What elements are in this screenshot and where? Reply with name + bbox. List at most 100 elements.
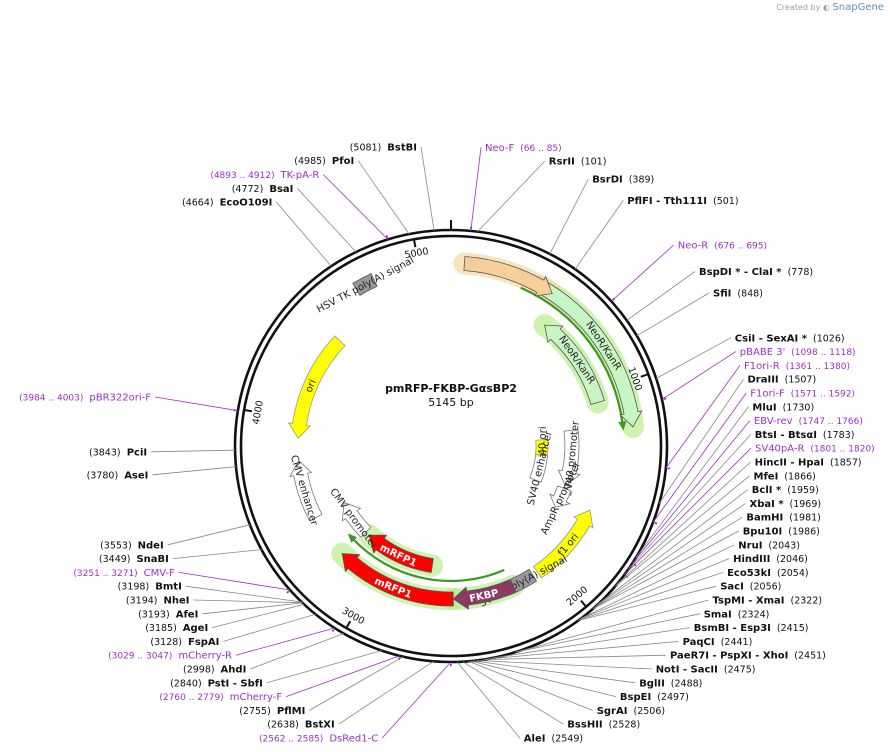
leader-line xyxy=(658,378,744,504)
site-name: SgrAI xyxy=(597,706,628,717)
site-name: BmtI xyxy=(155,582,182,593)
primer-f1ori-r-4[interactable]: F1ori-R(1361 .. 1380) xyxy=(665,361,850,470)
site-name: AfeI xyxy=(176,609,199,620)
enzyme-site-pflmi-35[interactable]: PflMI(2755) xyxy=(239,656,404,717)
leader-line xyxy=(628,434,752,570)
leader-line xyxy=(167,524,250,546)
enzyme-site-hindiii-20[interactable]: HindIII(2046) xyxy=(580,554,808,620)
leader-line xyxy=(185,585,302,603)
enzyme-site-nhei-41[interactable]: NheI(3194) xyxy=(126,596,303,607)
enzyme-site-snabi-43[interactable]: SnaBI(3449) xyxy=(99,549,262,566)
enzyme-site-tspmi-xmai-23[interactable]: TspMI - XmaI(2322) xyxy=(515,596,822,653)
enzyme-site-eco53ki-21[interactable]: Eco53kI(2054) xyxy=(578,568,809,621)
feature-label: SV40 ori xyxy=(537,426,549,468)
site-position: (2043) xyxy=(768,540,800,551)
enzyme-site-bsmbi-esp3i-25[interactable]: BsmBI - Esp3I(2415) xyxy=(492,623,808,659)
primer-f1ori-f-5[interactable]: F1ori-F(1571 .. 1592) xyxy=(652,389,855,525)
backbone-tick-label: 3000 xyxy=(340,606,366,628)
enzyme-site-bamhi-17[interactable]: BamHI(1981) xyxy=(593,513,821,609)
primer-neo-f-0[interactable]: Neo-F(66 .. 85) xyxy=(470,143,562,231)
site-name: PstI - SbfI xyxy=(208,678,263,689)
feature-fkbp-8[interactable]: FKBP xyxy=(452,578,517,610)
enzyme-site-bstbi-0[interactable]: BstBI(5081) xyxy=(350,142,435,231)
primer-tk-pa-r-1[interactable]: TK-pA-R(4893 .. 4912) xyxy=(210,170,389,240)
feature-ori-13[interactable]: ori xyxy=(287,335,346,439)
feature-cmv-promoter-11[interactable]: CMV promoter xyxy=(327,487,379,552)
enzyme-site-hincii-hpai-13[interactable]: HincII - HpaI(1857) xyxy=(616,458,862,585)
enzyme-site-ecoo109i-3[interactable]: EcoO109I(4664) xyxy=(182,198,332,267)
enzyme-site-agei-39[interactable]: AgeI(3185) xyxy=(145,603,305,634)
enzyme-site-bspei-30[interactable]: BspEI(2497) xyxy=(470,660,689,703)
primer-dsred1-c-12[interactable]: DsRed1-C(2562 .. 2585) xyxy=(259,661,452,745)
enzyme-site-pflfi-tth111i-6[interactable]: PflFI - Tth111I(501) xyxy=(574,196,739,270)
site-name: EcoO109I xyxy=(220,198,273,209)
feature-sv40-poly-a-signal-7[interactable]: SV40 poly(A) signal xyxy=(478,554,569,610)
enzyme-site-sfii-8[interactable]: SfiI(848) xyxy=(636,289,763,337)
feature-mrfp1-10[interactable]: mRFP1 xyxy=(368,534,434,573)
enzyme-site-smai-24[interactable]: SmaI(2324) xyxy=(515,609,770,653)
primer-pbr322ori-f-8[interactable]: pBR322ori-F(3984 .. 4003) xyxy=(19,393,238,412)
enzyme-site-psti-sbfi-36[interactable]: PstI - SbfI (2840) xyxy=(170,650,382,690)
enzyme-site-pcii-46[interactable]: PciI(3843) xyxy=(89,447,236,458)
enzyme-site-saci-22[interactable]: SacI(2056) xyxy=(578,582,781,621)
enzyme-site-draiii-10[interactable]: DraIII(1507) xyxy=(658,375,816,504)
enzyme-site-bpu10i-18[interactable]: Bpu10I(1986) xyxy=(592,527,820,610)
site-name: EBV-rev xyxy=(754,416,793,427)
enzyme-site-mlui-11[interactable]: MluI(1730) xyxy=(635,402,815,558)
leader-line xyxy=(580,544,735,619)
site-name: FspAI xyxy=(188,637,219,648)
enzyme-site-alei-33[interactable]: AleI(2549) xyxy=(456,661,583,745)
site-name: F1ori-R xyxy=(744,361,780,372)
enzyme-site-bspdi-clai-7[interactable]: BspDI * - ClaI *(778) xyxy=(626,267,813,321)
site-position: (3553) xyxy=(100,540,132,551)
site-position: (1969) xyxy=(790,499,822,510)
enzyme-site-sgrai-31[interactable]: SgrAI(2506) xyxy=(468,660,666,717)
feature-cmv-enhancer-12[interactable]: CMV enhancer xyxy=(288,454,323,528)
enzyme-site-bsrdi-5[interactable]: BsrDI(389) xyxy=(549,175,654,255)
leader-line xyxy=(323,174,389,240)
site-name: AleI xyxy=(524,734,546,745)
primer-neo-r-2[interactable]: Neo-R(676 .. 695) xyxy=(611,241,767,302)
leader-line xyxy=(574,200,624,270)
primer-cmv-f-9[interactable]: CMV-F(3251 .. 3271) xyxy=(73,568,291,594)
enzyme-site-mfei-14[interactable]: MfeI(1866) xyxy=(614,471,816,587)
leader-line xyxy=(492,627,690,659)
enzyme-site-btsi-bts-i-12[interactable]: BtsI - BtsαI(1783) xyxy=(628,430,855,570)
enzyme-site-bsai-2[interactable]: BsaI(4772) xyxy=(232,184,357,253)
primer-mark xyxy=(385,235,389,238)
enzyme-site-bglii-29[interactable]: BglII(2488) xyxy=(473,660,702,689)
enzyme-site-bcli-15[interactable]: BclI *(1959) xyxy=(597,485,819,605)
enzyme-site-fspai-38[interactable]: FspAI(3128) xyxy=(150,613,316,648)
enzyme-site-rsrii-4[interactable]: RsrII(101) xyxy=(477,157,607,232)
enzyme-site-ahdi-37[interactable]: AhdI(2998) xyxy=(183,633,344,676)
enzyme-site-bsshii-32[interactable]: BssHII(2528) xyxy=(462,661,640,731)
site-position: (2840) xyxy=(170,678,202,689)
feature-shape xyxy=(533,509,594,579)
site-position: (2998) xyxy=(183,665,215,676)
feature-orf-15[interactable] xyxy=(463,256,553,297)
enzyme-site-ndei-44[interactable]: NdeI(3553) xyxy=(100,524,250,552)
enzyme-site-pfoi-1[interactable]: PfoI(4985) xyxy=(294,156,410,235)
site-position: (1801 .. 1820) xyxy=(810,445,874,455)
enzyme-site-afei-40[interactable]: AfeI(3193) xyxy=(138,602,303,620)
leader-line xyxy=(482,654,667,660)
enzyme-site-bmti-42[interactable]: BmtI(3198) xyxy=(118,582,302,603)
enzyme-site-bstxi-34[interactable]: BstXI(2638) xyxy=(267,660,434,731)
leader-line xyxy=(250,633,344,670)
enzyme-site-xbai-16[interactable]: XbaI *(1969) xyxy=(595,499,822,607)
primer-pbabe-3-3[interactable]: pBABE 3'(1098 .. 1118) xyxy=(661,347,856,400)
enzyme-site-asei-45[interactable]: AseI(3780) xyxy=(87,466,237,482)
enzyme-site-noti-sacii-28[interactable]: NotI - SacII(2475) xyxy=(476,660,756,676)
enzyme-site-nrui-19[interactable]: NruI(2043) xyxy=(580,540,800,619)
enzyme-site-paer7i-pspxi-xhoi-27[interactable]: PaeR7I - PspXI - XhoI(2451) xyxy=(482,651,826,662)
feature-hsv-tk-poly-a-signal-14[interactable]: HSV TK poly(A) signal xyxy=(315,255,416,316)
site-name: TK-pA-R xyxy=(280,170,320,181)
site-name: TspMI - XmaI xyxy=(713,596,785,607)
feature-shape xyxy=(341,502,372,538)
primer-mcherry-r-10[interactable]: mCherry-R(3029 .. 3047) xyxy=(108,627,335,662)
enzyme-site-csii-sexai-9[interactable]: CsiI - SexAI *(1026) xyxy=(656,333,845,379)
site-position: (1730) xyxy=(783,402,815,413)
leader-line xyxy=(462,661,564,725)
enzyme-site-paqci-26[interactable]: PaqCI(2441) xyxy=(485,637,753,660)
leader-line xyxy=(235,627,335,656)
